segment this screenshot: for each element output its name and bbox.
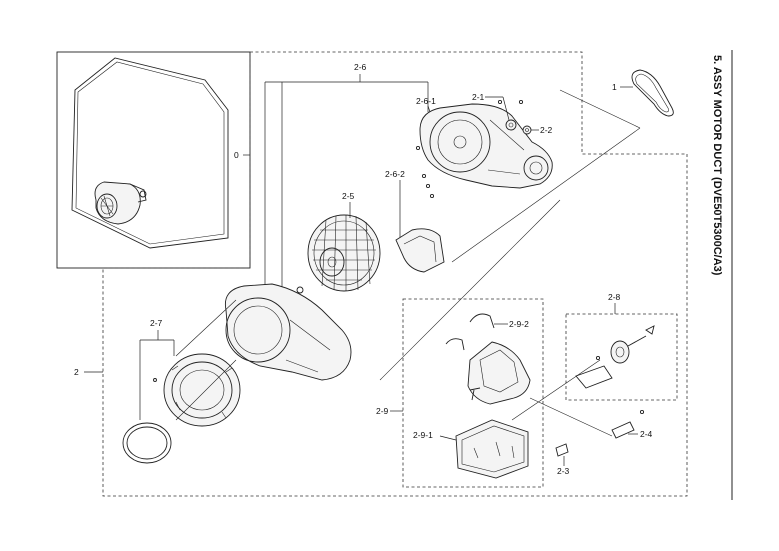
screws-2-6-2	[415, 99, 524, 199]
bearing-2-1	[505, 119, 517, 131]
motor-clips-2-9-2	[445, 313, 495, 351]
label-2-6-2: 2-6-2	[385, 169, 405, 179]
washer	[296, 286, 304, 294]
motor-2-9	[467, 341, 531, 405]
projection-lines	[175, 89, 641, 437]
label-2-9-1: 2-9-1	[413, 430, 433, 440]
inset-box-assembly	[56, 51, 251, 269]
air-guide-2-6-2	[395, 228, 445, 273]
label-2-6-1: 2-6-1	[416, 96, 436, 106]
diagram-title: 5. ASSY MOTOR DUCT (DVE50T5300C/A3)	[711, 55, 723, 276]
gasket-seal-2-7	[122, 422, 172, 464]
leader-2-1b	[502, 96, 510, 121]
leader-2-9-1	[439, 435, 457, 441]
label-1: 1	[612, 82, 617, 92]
duct-cover-top	[419, 103, 553, 189]
label-2-7: 2-7	[150, 318, 163, 328]
label-2-3: 2-3	[557, 466, 570, 476]
label-0: 0	[234, 150, 239, 160]
bracket-2-4	[611, 409, 645, 439]
label-2-1: 2-1	[472, 92, 485, 102]
duct-housing-lower	[224, 283, 352, 381]
assembly-2-boundary	[102, 51, 688, 497]
motor-bracket-2-9-1	[455, 419, 529, 479]
clip-2-3	[555, 443, 569, 457]
drive-belt	[631, 69, 674, 117]
leader-2-6-1	[427, 105, 431, 113]
assembly-2-9-box	[402, 298, 544, 488]
label-2: 2	[74, 367, 79, 377]
label-2-6: 2-6	[354, 62, 367, 72]
label-2-4: 2-4	[640, 429, 653, 439]
label-2-5: 2-5	[342, 191, 355, 201]
screw-2-7	[153, 378, 157, 382]
label-2-2: 2-2	[540, 125, 553, 135]
label-2-9: 2-9	[376, 406, 389, 416]
label-2-8: 2-8	[608, 292, 621, 302]
idler-pulley-2-8	[575, 325, 655, 389]
clip-2-2	[522, 125, 532, 135]
assembled-duct-illustration	[71, 57, 229, 249]
blower-fan-2-5	[307, 214, 381, 292]
inlet-ring-2-7	[163, 353, 241, 427]
assembly-2-8-box	[565, 313, 678, 401]
label-2-9-2: 2-9-2	[509, 319, 529, 329]
